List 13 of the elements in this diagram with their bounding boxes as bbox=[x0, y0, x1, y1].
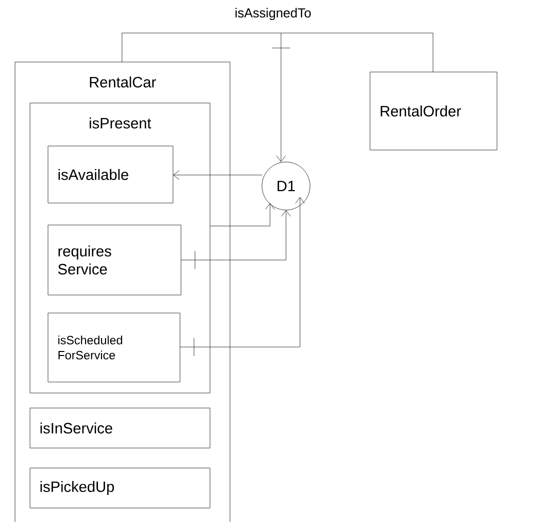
edge-label: isAssignedTo bbox=[236, 8, 311, 20]
connector bbox=[122, 32, 434, 72]
connector bbox=[180, 210, 291, 270]
state-box: isInService bbox=[30, 408, 210, 448]
connector bbox=[210, 203, 275, 226]
state-box: isPickedUp bbox=[30, 468, 210, 508]
state-box: RentalOrder bbox=[370, 72, 498, 150]
state-box: isScheduled ForService bbox=[48, 312, 180, 382]
state-box: isAvailable bbox=[48, 146, 174, 204]
state-box: requires Service bbox=[48, 224, 182, 296]
connector bbox=[180, 197, 305, 356]
connector bbox=[173, 170, 262, 180]
connector bbox=[272, 32, 290, 162]
